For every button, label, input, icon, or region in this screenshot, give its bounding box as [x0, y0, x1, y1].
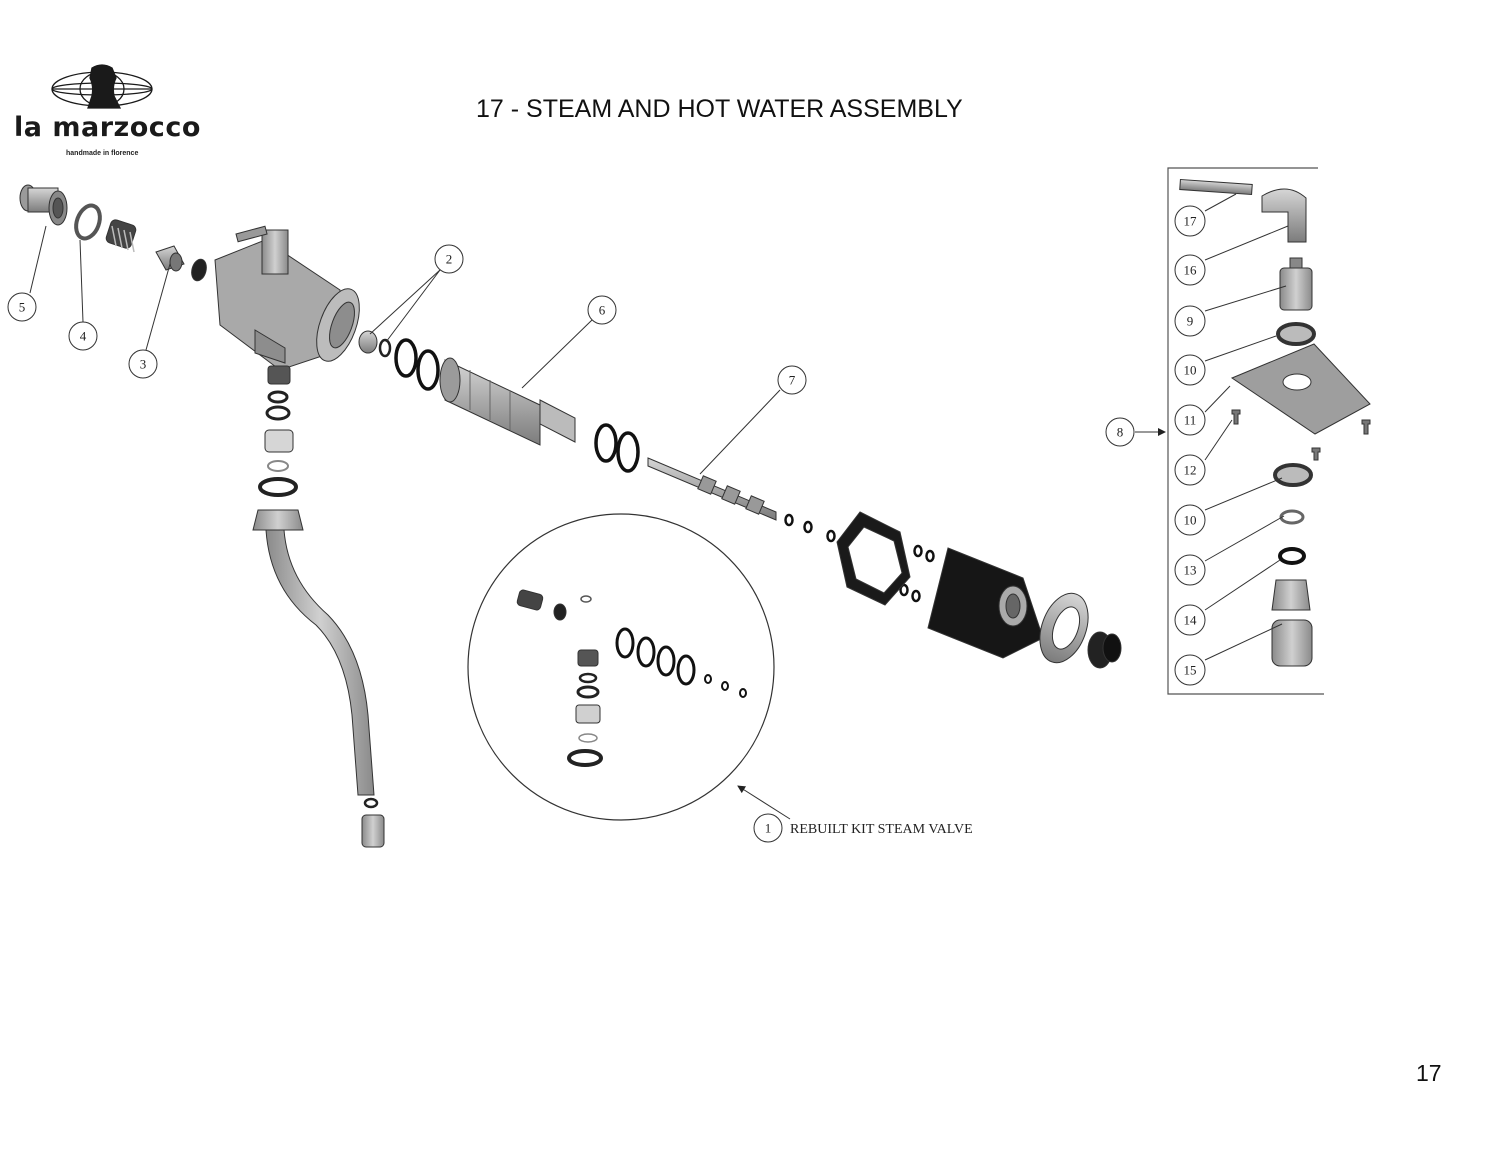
- callouts: [7, 205, 1206, 843]
- part-11-plate: [1230, 343, 1371, 435]
- part-2-nut: [358, 330, 378, 354]
- callout-label-10b: 10: [1184, 513, 1197, 528]
- callout-11: [1174, 404, 1206, 436]
- callout-label-12: 12: [1184, 463, 1197, 478]
- oring: [394, 338, 418, 378]
- steam-wand: [252, 509, 385, 848]
- callout-1: [753, 813, 783, 843]
- part-6-shaft: [439, 357, 576, 446]
- callout-12: [1174, 454, 1206, 486]
- leader-lines: [29, 193, 1289, 820]
- callout-10b: [1174, 504, 1206, 536]
- part-2-oring: [378, 338, 392, 358]
- kit-label: REBUILT KIT STEAM VALVE: [790, 822, 973, 837]
- small-black-seal: [191, 258, 207, 282]
- callout-label-13: 13: [1184, 563, 1197, 578]
- callout-label-3: 3: [140, 357, 147, 372]
- brand-tagline: handmade in florence: [66, 150, 139, 157]
- part-9-fitting: [1279, 257, 1313, 311]
- part-15-nut: [1271, 579, 1313, 667]
- callout-label-2: 2: [446, 252, 453, 267]
- knob-ring: [836, 511, 911, 606]
- oring: [416, 349, 440, 391]
- callout-label-5: 5: [19, 300, 26, 315]
- callout-label-16: 16: [1184, 263, 1198, 278]
- part-10-nut-lower: [1273, 463, 1313, 487]
- callout-label-9: 9: [1187, 314, 1194, 329]
- callout-label-15: 15: [1184, 663, 1197, 678]
- la-marzocco-logo: [51, 64, 153, 109]
- callout-8: [1105, 417, 1135, 447]
- callout-label-8: 8: [1117, 425, 1124, 440]
- callout-label-10a: 10: [1184, 363, 1197, 378]
- part-4-gasket: [74, 203, 102, 241]
- end-cap: [1087, 631, 1122, 669]
- callout-14: [1174, 604, 1206, 636]
- callout-label-6: 6: [599, 303, 606, 318]
- valve-body: [214, 225, 360, 371]
- screw: [1361, 419, 1371, 435]
- part-14-oring: [1278, 547, 1306, 565]
- kit-contents: [516, 589, 747, 767]
- callout-labels: 5 4 3 2 6 7 1 8 17 16 9 10 11 12 10 13 1…: [19, 214, 1197, 836]
- part-5-fitting: [19, 184, 68, 226]
- callout-16: [1174, 254, 1206, 286]
- callout-10a: [1174, 354, 1206, 386]
- oring: [594, 423, 618, 463]
- panel-bracket: [1167, 167, 1324, 695]
- callout-17: [1174, 205, 1206, 237]
- part-10-nut: [1276, 322, 1316, 346]
- part-3-nozzle: [155, 245, 185, 272]
- callout-2: [434, 244, 464, 274]
- callout-15: [1174, 654, 1206, 686]
- kit-circle: [467, 513, 775, 821]
- callout-7: [777, 365, 807, 395]
- callout-4: [68, 321, 98, 351]
- screw: [1311, 447, 1321, 461]
- spring: [105, 219, 137, 253]
- callout-9: [1174, 305, 1206, 337]
- callout-13: [1174, 554, 1206, 586]
- part-13-washer: [1279, 509, 1305, 525]
- part-12-screw: [1231, 409, 1241, 425]
- part-16-elbow: [1261, 188, 1307, 243]
- parts-drawings: [19, 167, 1371, 848]
- small-orings: [784, 513, 935, 603]
- callout-label-1: 1: [765, 821, 772, 836]
- callout-label-4: 4: [80, 329, 87, 344]
- marzocco-lion-globe-icon: [51, 64, 153, 109]
- callout-label-14: 14: [1184, 613, 1198, 628]
- callout-6: [587, 295, 617, 325]
- brand-wordmark: la marzocco: [14, 112, 201, 143]
- callout-label-7: 7: [789, 373, 796, 388]
- part-17-tube: [1179, 178, 1253, 196]
- page-number: 17: [1416, 1060, 1442, 1086]
- vertical-seal-stack: [258, 365, 298, 497]
- flange-disc: [1039, 592, 1089, 664]
- knob-body: [927, 547, 1044, 659]
- callout-label-17: 17: [1184, 214, 1198, 229]
- callout-5: [7, 292, 37, 322]
- part-7-stem: [647, 457, 777, 521]
- callout-label-11: 11: [1184, 413, 1197, 428]
- callout-3: [128, 349, 158, 379]
- page-title: 17 - STEAM AND HOT WATER ASSEMBLY: [476, 95, 963, 123]
- oring: [616, 431, 640, 473]
